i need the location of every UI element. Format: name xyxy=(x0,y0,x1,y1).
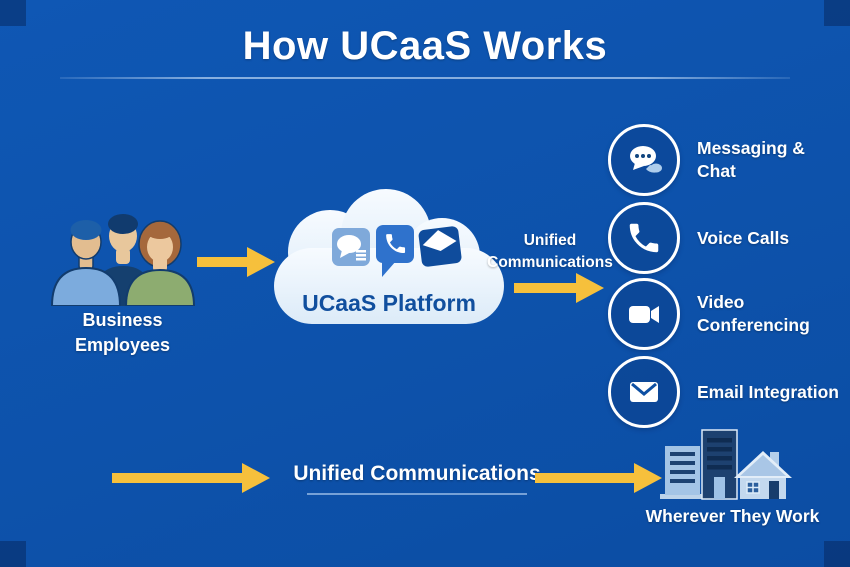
service-label: Email Integration xyxy=(697,381,839,402)
title-divider xyxy=(60,77,790,79)
arrow-right-icon xyxy=(112,462,270,499)
unified-communications-top-label: Unified Communications xyxy=(487,232,613,271)
arrow-right-icon xyxy=(197,246,275,283)
arrow-right-icon xyxy=(535,462,662,499)
phone-app-icon xyxy=(376,225,414,277)
wherever-they-work-label: Wherever They Work xyxy=(645,506,820,526)
unified-communications-underline xyxy=(307,493,527,495)
chat-app-icon xyxy=(332,228,370,266)
service-row-email: Email Integration xyxy=(608,356,839,428)
email-app-icon xyxy=(418,226,462,267)
business-employees-icon xyxy=(48,200,198,311)
service-label: Messaging &Chat xyxy=(697,138,805,181)
buildings-house-icon xyxy=(660,424,798,507)
cloud-icon xyxy=(266,188,512,331)
unified-communications-bottom-label: Unified Communications xyxy=(293,462,541,485)
corner-shade-top-right xyxy=(824,0,850,26)
phone-icon xyxy=(608,202,680,274)
service-row-messaging: Messaging &Chat xyxy=(608,124,805,196)
chat-bubbles-icon xyxy=(608,124,680,196)
cloud-platform-label: UCaaS Platform xyxy=(302,290,476,316)
video-camera-icon xyxy=(608,278,680,350)
page-title: How UCaaS Works xyxy=(242,24,608,68)
corner-shade-bottom-left xyxy=(0,541,26,567)
corner-shade-bottom-right xyxy=(824,541,850,567)
envelope-icon xyxy=(608,356,680,428)
service-label: Voice Calls xyxy=(697,227,790,248)
corner-shade-top-left xyxy=(0,0,26,26)
business-employees-label: Business Employees xyxy=(74,310,171,355)
arrow-right-icon xyxy=(514,272,604,309)
service-row-voice: Voice Calls xyxy=(608,202,789,274)
